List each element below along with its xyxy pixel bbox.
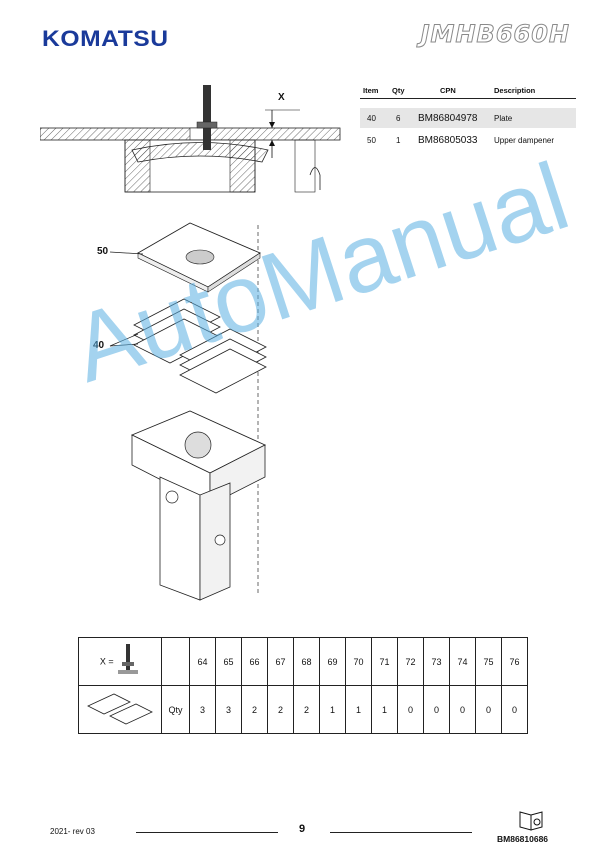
x-value: 65 bbox=[215, 637, 242, 686]
qty-value: 1 bbox=[371, 685, 398, 734]
x-value: 74 bbox=[449, 637, 476, 686]
x-header-cell: X = bbox=[78, 637, 162, 686]
callout-40: 40 bbox=[93, 340, 105, 351]
row-40-item: 40 bbox=[367, 114, 376, 123]
x-value: 73 bbox=[423, 637, 450, 686]
qty-value: 3 bbox=[215, 685, 242, 734]
footer-rule-left bbox=[136, 832, 278, 833]
shim-plate-cell bbox=[78, 685, 162, 734]
shim-table: X = 64 65 66 67 68 69 70 71 72 73 74 75 … bbox=[78, 637, 528, 734]
x-value: 71 bbox=[371, 637, 398, 686]
row-50-description: Upper dampener bbox=[494, 136, 555, 145]
qty-value: 0 bbox=[501, 685, 528, 734]
x-value: 64 bbox=[189, 637, 216, 686]
callout-leaders bbox=[109, 251, 144, 347]
col-header-item: Item bbox=[363, 86, 379, 95]
qty-value: 2 bbox=[293, 685, 320, 734]
model-logo: JMHB660H bbox=[420, 20, 570, 49]
row-40-description: Plate bbox=[494, 114, 513, 123]
x-value: 67 bbox=[267, 637, 294, 686]
row-40-cpn: BM86804978 bbox=[418, 113, 478, 124]
page-number: 9 bbox=[299, 823, 306, 835]
qty-value: 1 bbox=[319, 685, 346, 734]
x-label: X = bbox=[99, 655, 114, 666]
section-diagram bbox=[40, 85, 341, 193]
x-value: 76 bbox=[501, 637, 528, 686]
col-header-cpn: CPN bbox=[440, 86, 456, 95]
dimension-x-label: X bbox=[278, 92, 285, 103]
callout-50: 50 bbox=[97, 246, 109, 257]
manual-book-icon bbox=[519, 811, 543, 831]
col-header-qty: Qty bbox=[392, 86, 405, 95]
row-40-qty: 6 bbox=[396, 114, 401, 123]
qty-value: 0 bbox=[475, 685, 502, 734]
table-row-highlight bbox=[360, 108, 576, 128]
qty-value: 0 bbox=[397, 685, 424, 734]
x-value: 66 bbox=[241, 637, 268, 686]
col-header-description: Description bbox=[494, 86, 536, 95]
qty-label: Qty bbox=[161, 685, 190, 734]
qty-value: 2 bbox=[241, 685, 268, 734]
footer-date-rev: 2021- rev 03 bbox=[50, 827, 95, 836]
qty-value: 0 bbox=[423, 685, 450, 734]
spacer-cell bbox=[161, 637, 190, 686]
table-header-rule bbox=[360, 98, 576, 99]
x-value: 70 bbox=[345, 637, 372, 686]
bolt-icon bbox=[118, 643, 139, 674]
x-value: 69 bbox=[319, 637, 346, 686]
exploded-view-diagram bbox=[130, 222, 267, 601]
qty-value: 0 bbox=[449, 685, 476, 734]
qty-value: 2 bbox=[267, 685, 294, 734]
x-value: 75 bbox=[475, 637, 502, 686]
footer-rule-right bbox=[330, 832, 472, 833]
document-number: BM86810686 bbox=[497, 834, 549, 844]
row-50-qty: 1 bbox=[396, 136, 401, 145]
shim-plate-icon bbox=[87, 693, 153, 724]
qty-value: 3 bbox=[189, 685, 216, 734]
row-50-cpn: BM86805033 bbox=[418, 135, 478, 146]
x-value: 72 bbox=[397, 637, 424, 686]
row-50-item: 50 bbox=[367, 136, 376, 145]
brand-logo: KOMATSU bbox=[42, 26, 169, 51]
x-value: 68 bbox=[293, 637, 320, 686]
qty-value: 1 bbox=[345, 685, 372, 734]
